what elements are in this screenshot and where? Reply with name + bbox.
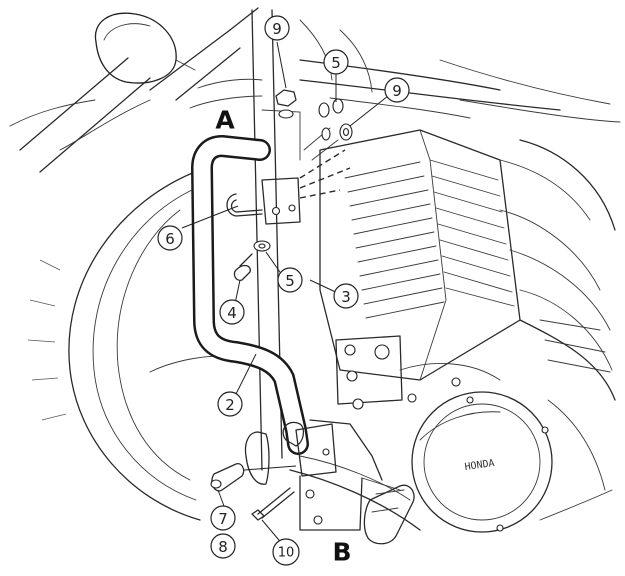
upper-frame-rails <box>299 19 621 123</box>
top-right-hardware <box>275 89 353 141</box>
label-a: A <box>215 106 235 135</box>
callout-label: 5 <box>285 272 295 290</box>
lower-mount-bracket <box>244 419 415 545</box>
callout-8: 8 <box>210 533 236 559</box>
frame-front-tubes <box>9 7 259 173</box>
label-b: B <box>332 538 351 567</box>
cover-lettering: HONDA <box>464 458 495 473</box>
engine-right-details <box>499 139 616 401</box>
callout-label: 4 <box>227 304 237 322</box>
front-tire <box>27 169 223 521</box>
callout-label: 7 <box>218 510 228 528</box>
callout-label: 2 <box>225 396 235 414</box>
callout-9-top-left: 9 <box>264 15 290 41</box>
callout-label: 3 <box>341 288 351 306</box>
callout-9-top-right: 9 <box>384 77 410 103</box>
callout-2: 2 <box>217 391 243 417</box>
callout-3: 3 <box>333 283 359 309</box>
callout-5-top: 5 <box>323 49 349 75</box>
callout-5-mid: 5 <box>277 267 303 293</box>
upper-fasteners <box>233 240 271 281</box>
engine-mount-plate <box>335 335 501 410</box>
turn-signal-lens <box>94 12 196 84</box>
callout-label: 9 <box>392 82 402 100</box>
loose-sleeve <box>210 463 297 492</box>
engine-side-cover: HONDA <box>411 391 553 533</box>
callout-7: 7 <box>210 505 236 531</box>
callout-label: 6 <box>165 230 175 248</box>
engine-block <box>319 129 591 381</box>
callout-10: 10 <box>272 538 300 566</box>
lower-frame <box>289 399 613 531</box>
callout-label: 8 <box>218 538 228 556</box>
callout-label: 9 <box>272 20 282 38</box>
callout-label: 5 <box>331 54 341 72</box>
callout-label: 10 <box>278 546 295 561</box>
crash-bar <box>191 135 309 455</box>
loose-bolt <box>251 487 295 521</box>
callout-6: 6 <box>157 225 183 251</box>
callout-4: 4 <box>219 299 245 325</box>
upper-mount-clamp <box>226 177 301 225</box>
